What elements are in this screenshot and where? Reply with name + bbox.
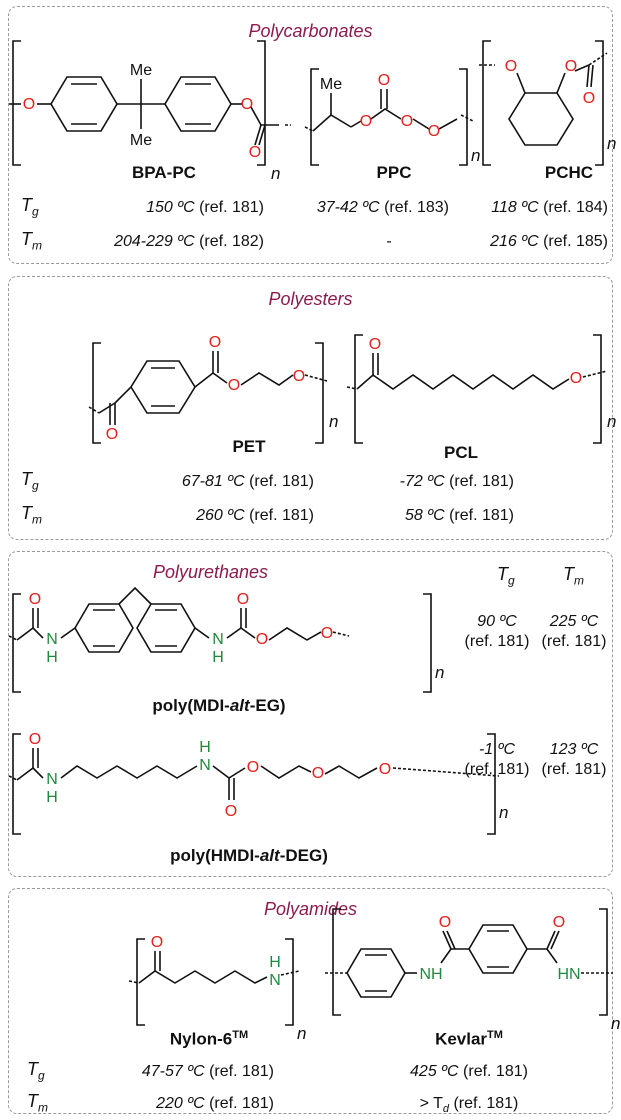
mdi-eg-label: poly(MDI-alt-EG) <box>152 696 286 715</box>
svg-text:O: O <box>583 90 595 107</box>
svg-text:O: O <box>428 123 440 140</box>
svg-text:O: O <box>360 113 372 130</box>
svg-text:Me: Me <box>320 76 342 93</box>
svg-text:n: n <box>607 134 616 153</box>
svg-text:O: O <box>570 370 582 387</box>
pchc-tm: 216 ºC (ref. 185) <box>490 233 608 250</box>
svg-text:n: n <box>611 1014 620 1033</box>
mdi-eg-tm: 225 ºC(ref. 181) <box>541 613 607 650</box>
svg-text:H: H <box>46 649 58 666</box>
pet-label: PET <box>232 437 266 456</box>
ppc-label: PPC <box>376 163 412 182</box>
hmdi-deg-tg: -1 ºC(ref. 181) <box>464 741 530 778</box>
svg-text:H: H <box>46 789 58 806</box>
polycarbonates-structures: O Me Me O O n Me O O O O n O O O n <box>9 40 616 183</box>
pcl-label: PCL <box>444 443 478 462</box>
kevlar-label: KevlarTM <box>435 1029 503 1049</box>
ppc-tm: - <box>386 233 392 250</box>
svg-text:N: N <box>46 771 58 788</box>
svg-text:O: O <box>312 765 324 782</box>
svg-text:O: O <box>505 58 517 75</box>
svg-text:O: O <box>247 759 259 776</box>
svg-text:n: n <box>435 663 444 682</box>
svg-text:n: n <box>499 803 508 822</box>
polycarbonates-panel: Polycarbonates <box>8 6 616 264</box>
svg-text:n: n <box>271 164 280 183</box>
pcl-tg: -72 ºC (ref. 181) <box>399 473 514 490</box>
svg-text:O: O <box>553 914 565 931</box>
nylon-6-tm: 220 ºC (ref. 181) <box>156 1095 274 1112</box>
ppc-tg: 37-42 ºC (ref. 183) <box>316 199 449 216</box>
pet-tg: 67-81 ºC (ref. 181) <box>181 473 314 490</box>
svg-text:n: n <box>471 146 480 165</box>
tm-symbol: Tm <box>21 503 42 527</box>
polyesters-structures: O O O O n O O n <box>88 334 616 444</box>
polyurethanes-structures: O N H N H O O O n O N H H N O O O O n <box>8 586 508 835</box>
tg-column-header: Tg <box>497 564 515 588</box>
svg-text:n: n <box>329 412 338 431</box>
svg-text:N: N <box>269 972 281 989</box>
svg-text:N: N <box>46 631 58 648</box>
svg-text:O: O <box>29 731 41 748</box>
svg-text:Me: Me <box>130 132 152 149</box>
panel-title: Polyurethanes <box>152 562 269 582</box>
svg-text:N: N <box>212 631 224 648</box>
svg-text:O: O <box>225 803 237 820</box>
polyesters-panel: Polyesters O O O O <box>8 276 616 540</box>
pchc-tg: 118 ºC (ref. 184) <box>491 199 608 216</box>
polyamides-panel: Polyamides O H <box>8 888 620 1116</box>
hmdi-deg-label: poly(HMDI-alt-DEG) <box>170 846 328 865</box>
bpa-pc-tg: 150 ºC (ref. 181) <box>146 199 264 216</box>
pcl-tm: 58 ºC (ref. 181) <box>404 507 514 524</box>
tg-symbol: Tg <box>27 1059 45 1083</box>
svg-text:O: O <box>29 591 41 608</box>
tg-symbol: Tg <box>21 195 39 219</box>
svg-text:O: O <box>379 761 391 778</box>
panel-title: Polycarbonates <box>248 21 373 41</box>
panel-title: Polyesters <box>268 289 353 309</box>
bpa-pc-tm: 204-229 ºC (ref. 182) <box>114 233 264 250</box>
svg-text:O: O <box>256 631 268 648</box>
svg-text:O: O <box>565 58 577 75</box>
svg-text:n: n <box>607 412 616 431</box>
svg-text:O: O <box>228 377 240 394</box>
hmdi-deg-tm: 123 ºC(ref. 181) <box>541 741 607 778</box>
svg-text:O: O <box>106 426 118 443</box>
svg-text:O: O <box>249 144 261 161</box>
svg-text:NH: NH <box>419 966 442 983</box>
svg-text:H: H <box>199 739 211 756</box>
svg-text:H: H <box>269 954 281 971</box>
svg-text:O: O <box>378 72 390 89</box>
svg-text:O: O <box>151 934 163 951</box>
svg-text:O: O <box>401 113 413 130</box>
svg-text:H: H <box>212 649 224 666</box>
svg-text:O: O <box>241 96 253 113</box>
mdi-eg-tg: 90 ºC(ref. 181) <box>464 613 530 650</box>
svg-text:O: O <box>369 336 381 353</box>
svg-text:O: O <box>209 334 221 351</box>
svg-text:N: N <box>199 757 211 774</box>
polyamides-structures: O H N n NH O O HN n <box>128 908 620 1043</box>
kevlar-tm: > Td (ref. 181) <box>419 1095 519 1116</box>
svg-text:O: O <box>439 914 451 931</box>
tm-symbol: Tm <box>27 1091 48 1115</box>
svg-text:O: O <box>237 591 249 608</box>
nylon-6-tg: 47-57 ºC (ref. 181) <box>141 1063 274 1080</box>
svg-text:O: O <box>293 368 305 385</box>
tg-symbol: Tg <box>21 469 39 493</box>
pet-tm: 260 ºC (ref. 181) <box>196 507 314 524</box>
polyurethanes-panel: Polyurethanes <box>8 551 613 877</box>
kevlar-tg: 425 ºC (ref. 181) <box>410 1063 528 1080</box>
tm-symbol: Tm <box>21 229 42 253</box>
svg-text:O: O <box>23 96 35 113</box>
svg-text:Me: Me <box>130 62 152 79</box>
svg-text:n: n <box>297 1024 306 1043</box>
nylon-6-label: Nylon-6TM <box>169 1029 249 1049</box>
svg-text:HN: HN <box>557 966 580 983</box>
svg-text:O: O <box>321 625 333 642</box>
tm-column-header: Tm <box>563 564 584 588</box>
bpa-pc-label: BPA-PC <box>132 163 196 182</box>
pchc-label: PCHC <box>544 163 594 182</box>
